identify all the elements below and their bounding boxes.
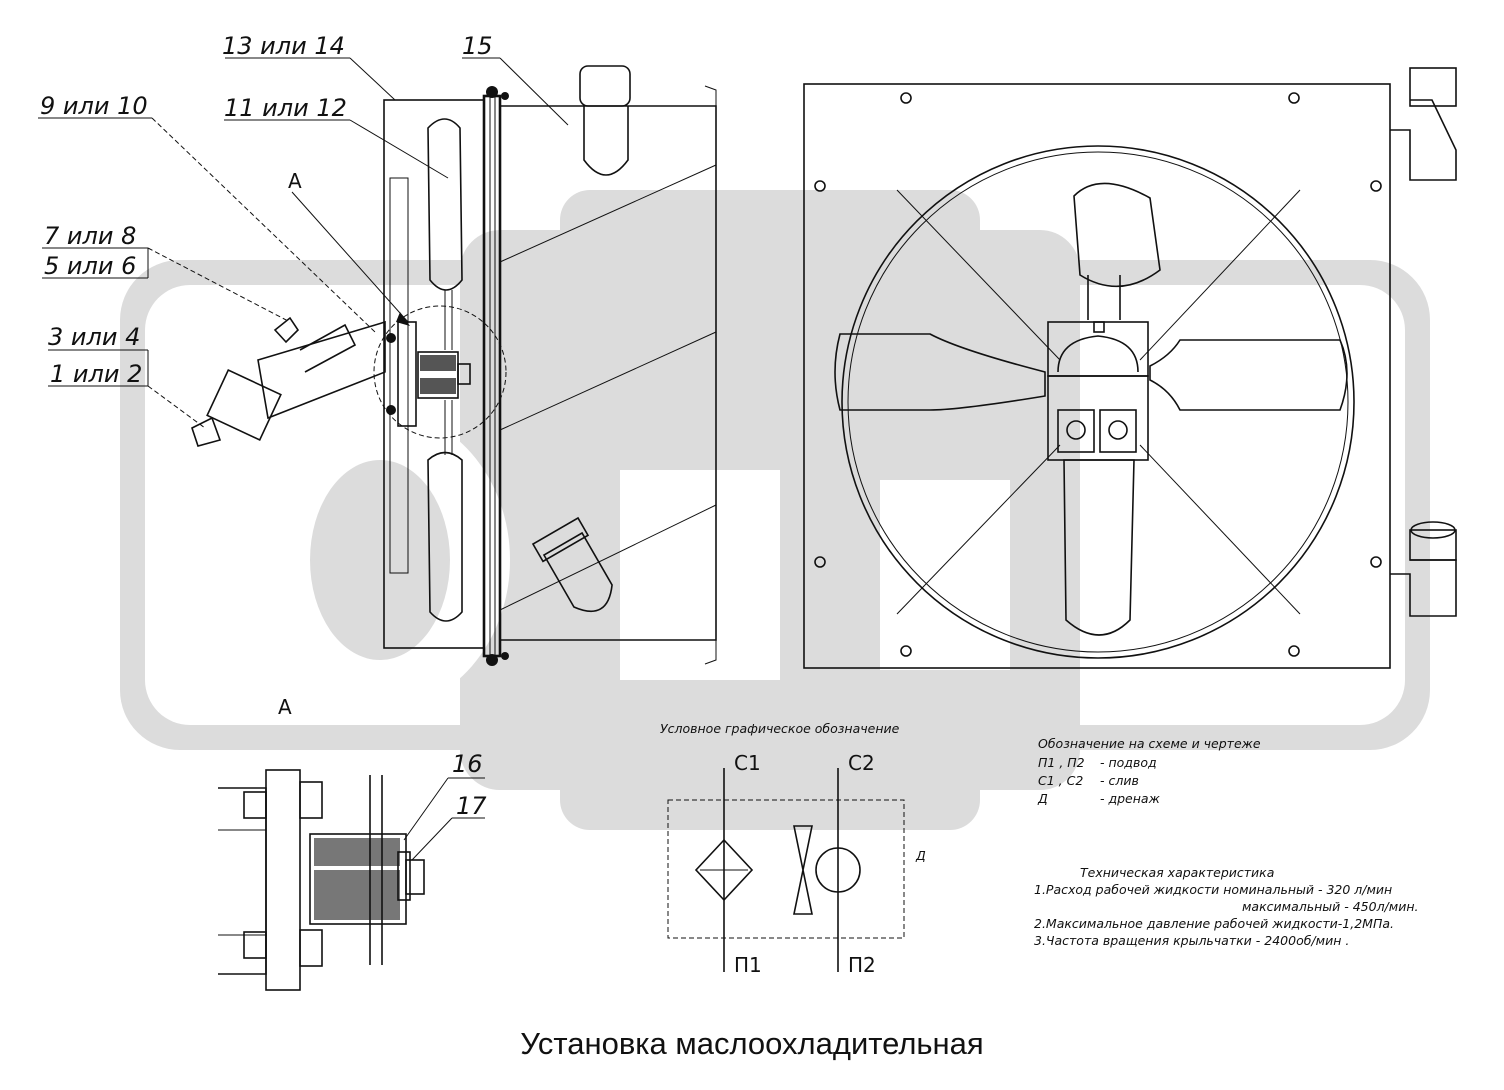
callout-17: 17 — [456, 792, 487, 820]
legend-meaning: - подвод — [1100, 755, 1157, 770]
legend-code: П1 , П2 — [1038, 755, 1085, 770]
spec-line: 2.Максимальное давление рабочей жидкости… — [1034, 916, 1394, 931]
callout-11-12: 11 или 12 — [224, 94, 347, 122]
side-view — [191, 65, 717, 666]
hydraulic-schematic — [667, 768, 905, 972]
legend-code: Д — [1037, 791, 1048, 806]
callout-13-14: 13 или 14 — [222, 32, 345, 60]
specs-heading: Техническая характеристика — [1080, 865, 1274, 880]
front-view — [803, 67, 1457, 669]
spec-line: максимальный - 450л/мин. — [1242, 899, 1418, 914]
callout-9-10: 9 или 10 — [40, 92, 148, 120]
watermark-logo — [120, 190, 1430, 830]
callout-15: 15 — [462, 32, 493, 60]
drawing-title: Установка маслоохладительная — [520, 1026, 983, 1061]
callout-1-2: 1 или 2 — [50, 360, 142, 388]
port-p1: П1 — [734, 953, 762, 977]
legend-heading: Обозначение на схеме и чертеже — [1038, 736, 1261, 751]
callout-16: 16 — [452, 750, 483, 778]
schematic-heading: Условное графическое обозначение — [660, 721, 900, 736]
spec-line: 3.Частота вращения крыльчатки - 2400об/м… — [1034, 933, 1349, 948]
callout-labels: 13 или 14 15 9 или 10 11 или 12 7 или 8 … — [40, 32, 493, 820]
detail-label-a: А — [278, 695, 292, 719]
port-c2: С2 — [848, 751, 875, 775]
legend-code: С1 , С2 — [1038, 773, 1083, 788]
legend-meaning: - слив — [1100, 773, 1139, 788]
legend: Обозначение на схеме и чертеже П1 , П2 -… — [1037, 736, 1261, 806]
port-d: Д — [915, 848, 926, 863]
port-c1: С1 — [734, 751, 761, 775]
legend-meaning: - дренаж — [1100, 791, 1161, 806]
callout-3-4: 3 или 4 — [48, 323, 140, 351]
technical-specs: Техническая характеристика 1.Расход рабо… — [1034, 865, 1418, 948]
callout-7-8: 7 или 8 — [44, 222, 136, 250]
callout-5-6: 5 или 6 — [44, 252, 136, 280]
section-mark-a: А — [288, 169, 302, 193]
detail-a — [218, 769, 425, 991]
port-p2: П2 — [848, 953, 876, 977]
leader-lines — [38, 57, 569, 861]
spec-line: 1.Расход рабочей жидкости номинальный - … — [1034, 882, 1392, 897]
